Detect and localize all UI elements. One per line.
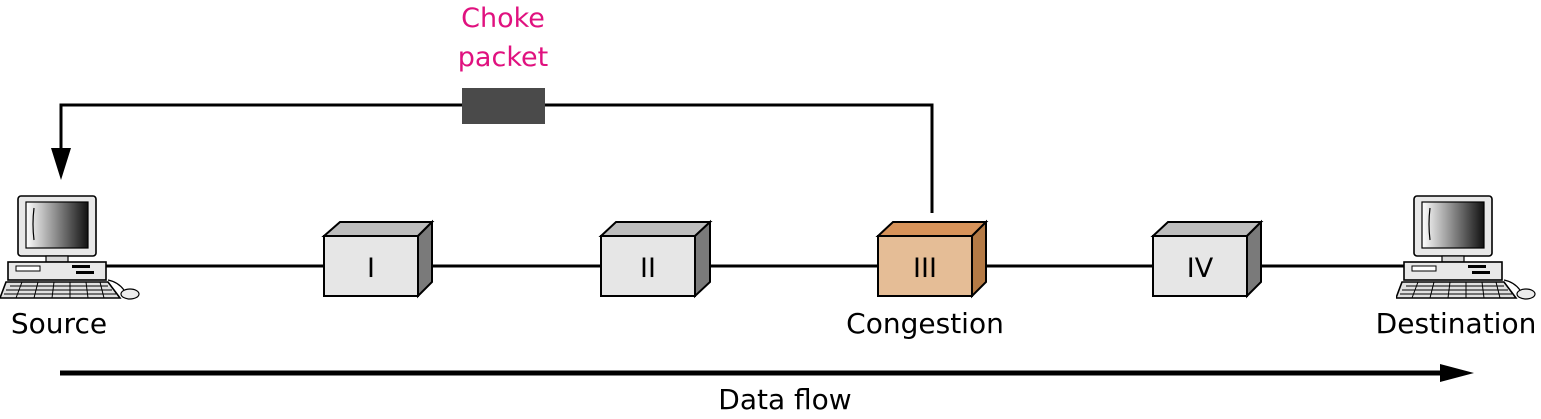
router-4-top xyxy=(1150,221,1264,237)
router-1-side xyxy=(417,219,433,299)
router-2: II xyxy=(598,219,713,299)
choke-label-line2: packet xyxy=(458,42,548,73)
router-2-side xyxy=(694,219,711,299)
router-2-front xyxy=(600,235,696,297)
router-4-front xyxy=(1152,235,1248,297)
router-4-side xyxy=(1246,219,1262,299)
router-3-side xyxy=(971,219,987,299)
source-label: Source xyxy=(11,307,107,340)
router-3-congested: III xyxy=(875,219,989,299)
router-3-front xyxy=(877,235,973,297)
destination-computer-icon xyxy=(1396,195,1536,300)
router-1-top xyxy=(321,221,435,237)
source-computer-icon xyxy=(0,195,140,300)
data-flow-arrowhead xyxy=(1440,364,1474,382)
choke-packet xyxy=(462,88,545,124)
router-1: I xyxy=(321,219,435,299)
router-4: IV xyxy=(1150,219,1264,299)
router-3-top xyxy=(875,221,989,237)
destination-label: Destination xyxy=(1376,307,1537,340)
router-1-label: I xyxy=(367,253,375,284)
router-4-label: IV xyxy=(1187,253,1214,284)
router-2-top xyxy=(598,221,713,237)
router-2-label: II xyxy=(640,253,656,284)
choke-label-line1: Choke xyxy=(461,3,545,34)
router-3-label: III xyxy=(913,253,937,284)
data-flow-label: Data flow xyxy=(718,383,851,416)
router-1-front xyxy=(323,235,419,297)
feedback-arrowhead xyxy=(51,148,71,180)
congestion-label: Congestion xyxy=(846,307,1004,340)
